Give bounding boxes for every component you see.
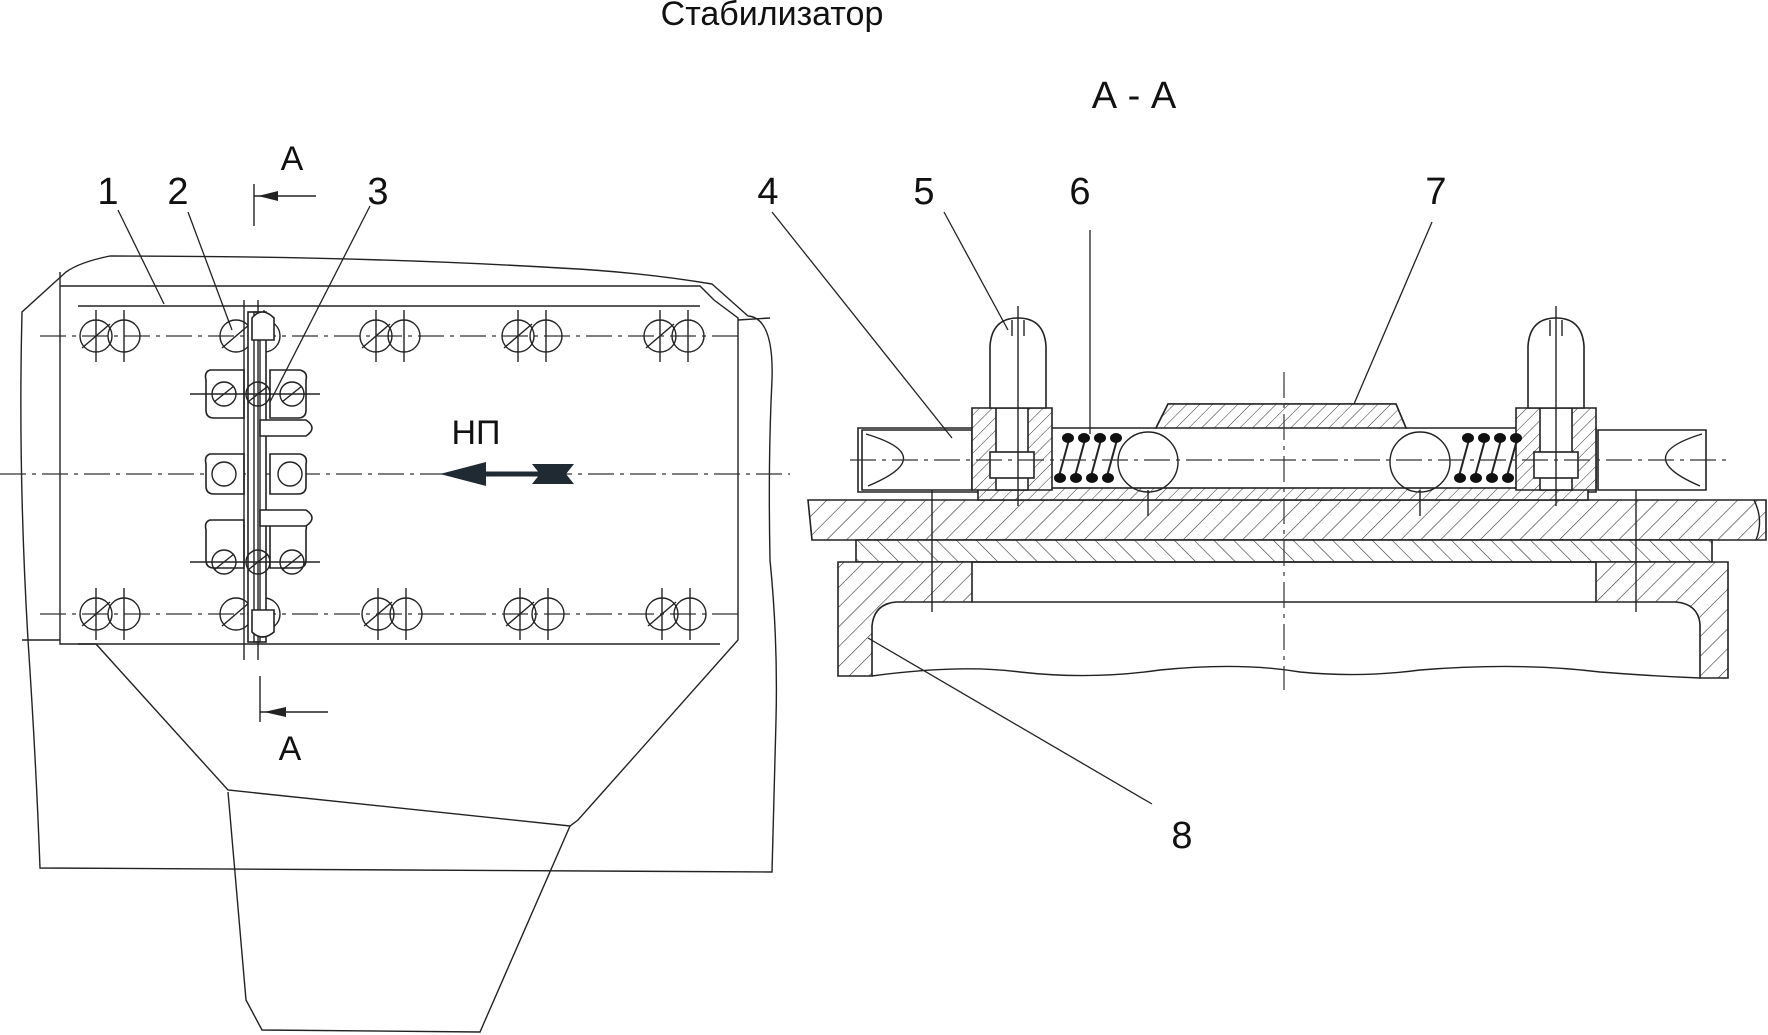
- direction-label: НП: [452, 414, 501, 452]
- tail-block: [227, 791, 571, 1033]
- spring-left: [1054, 433, 1122, 483]
- section-mark-top-label: А: [281, 140, 304, 178]
- direction-arrow: [440, 462, 574, 486]
- callout-5: 5: [913, 171, 934, 213]
- stabilizer-plate: [59, 272, 739, 827]
- bolt-right: [1527, 306, 1585, 506]
- section-view: А - А: [757, 75, 1767, 857]
- plan-view: НП А А 1 2 3: [0, 140, 790, 1033]
- stabilizer-bracket: [190, 300, 320, 660]
- body-outline: [20, 255, 778, 873]
- callout-6: 6: [1069, 171, 1090, 213]
- lower-body: [837, 561, 973, 677]
- callout-4: 4: [757, 171, 778, 213]
- base-rail: [807, 499, 1767, 541]
- section-title: А - А: [1092, 75, 1177, 117]
- callout-2: 2: [167, 171, 188, 213]
- spring-right: [1454, 433, 1522, 483]
- callout-8: 8: [1171, 815, 1192, 857]
- drawing-title: Стабилизатор: [661, 0, 884, 33]
- section-mark-bottom: [259, 676, 328, 722]
- section-mark-bottom-label: А: [279, 730, 302, 768]
- bolt-row-bottom: [79, 588, 707, 640]
- section-mark-top: [253, 184, 316, 226]
- callout-1: 1: [97, 171, 118, 213]
- holder-left: [971, 407, 1053, 491]
- bolt-left: [989, 306, 1047, 506]
- callout-7: 7: [1425, 171, 1446, 213]
- callout-3: 3: [367, 171, 388, 213]
